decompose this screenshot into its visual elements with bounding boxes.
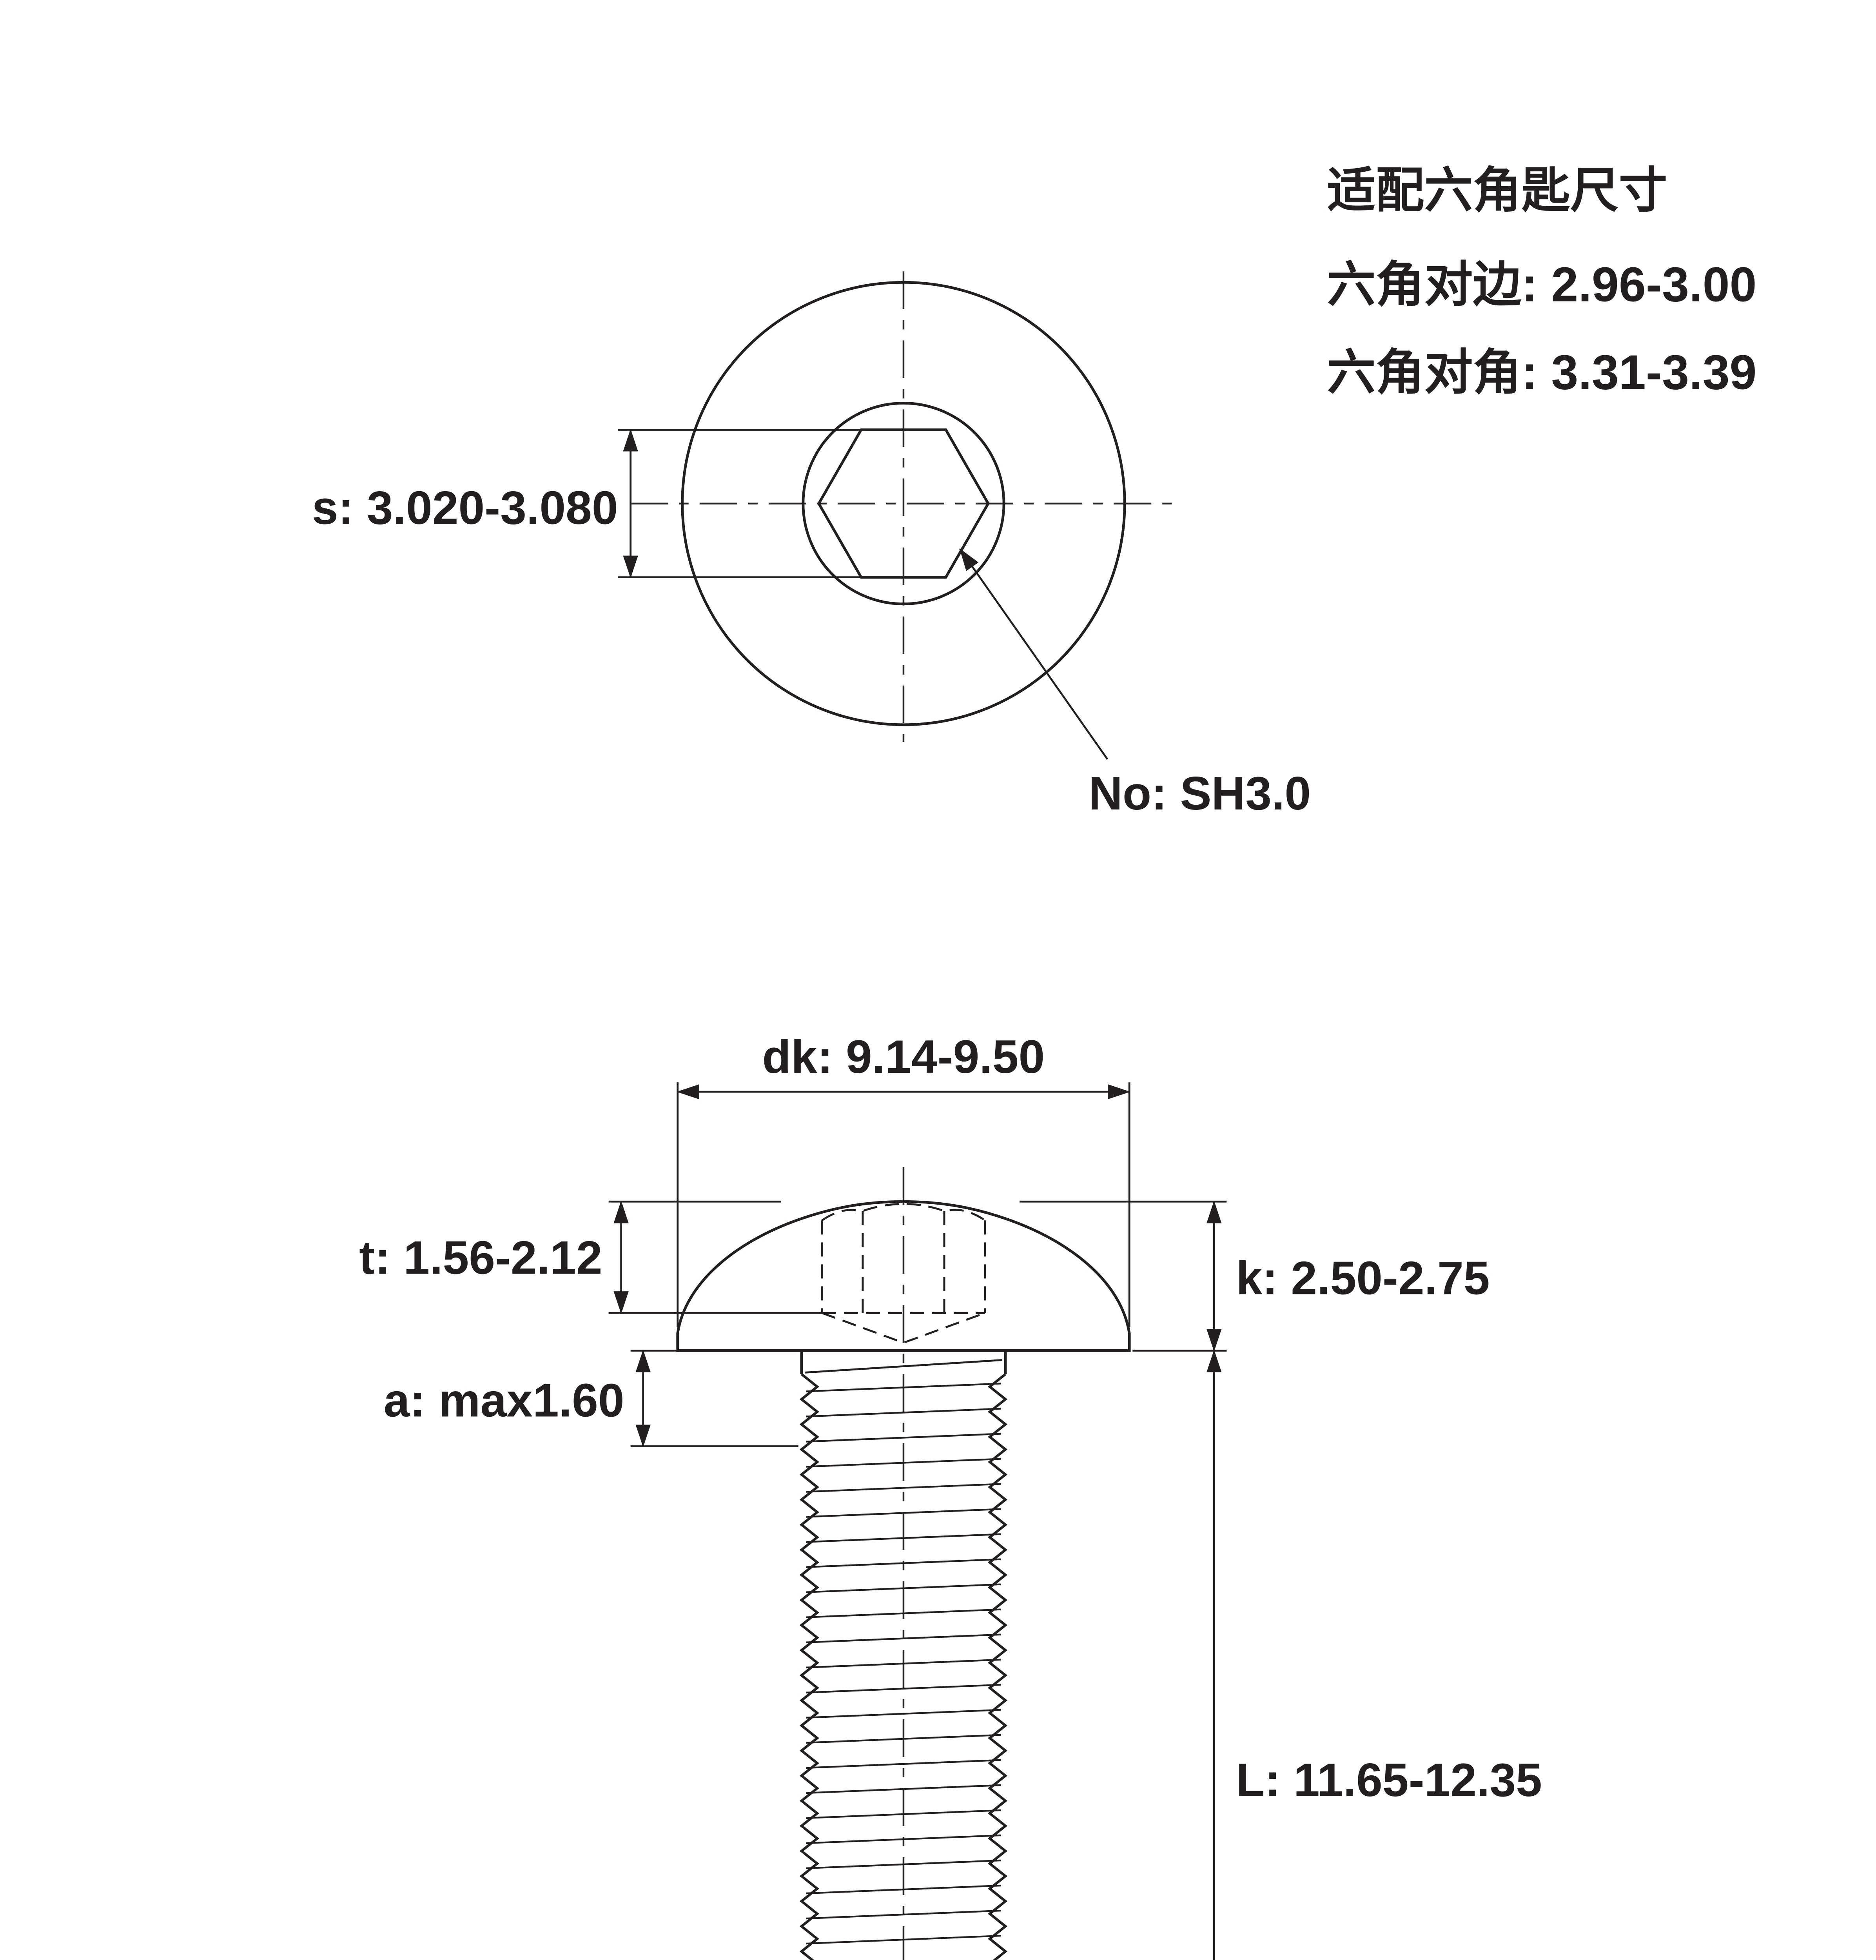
leader-line [959, 548, 1109, 760]
thread-line [806, 1884, 1001, 1895]
socket-leader: No: SH3.0 [959, 548, 1311, 820]
hidden-socket-lines [821, 1203, 986, 1344]
thread-zone [799, 1373, 1008, 1960]
s-dimension-label: s: 3.020-3.080 [312, 482, 618, 534]
socket-opening-arcs [821, 1203, 986, 1221]
spec-heading: 适配六角匙尺寸 [1327, 163, 1667, 218]
thread-line [806, 1684, 1001, 1693]
dimension-dk: dk: 9.14-9.50 [677, 1031, 1130, 1327]
thread-line [806, 1433, 1001, 1443]
thread-line [806, 1558, 1001, 1568]
thread-line [806, 1659, 1001, 1668]
t-dimension-label: t: 1.56-2.12 [359, 1231, 602, 1284]
thread-line [806, 1909, 1001, 1920]
thread-line [806, 1784, 1001, 1794]
k-dimension-label: k: 2.50-2.75 [1236, 1252, 1490, 1304]
thread-line [806, 1508, 1001, 1518]
thread-line [806, 1458, 1001, 1468]
dimension-k: k: 2.50-2.75 [1020, 1200, 1490, 1352]
head-outer-circle [681, 281, 1126, 726]
button-head-outline [676, 1200, 1131, 1352]
thread-runout-line [804, 1359, 1003, 1374]
thread-line [806, 1608, 1001, 1618]
dimension-a: a: max1.60 [384, 1350, 798, 1447]
thread-line [806, 1834, 1001, 1844]
thread-line [806, 1583, 1001, 1593]
thread-line [806, 1633, 1001, 1643]
thread-line [806, 1408, 1001, 1417]
thread-line [806, 1709, 1001, 1719]
dimension-t: t: 1.56-2.12 [359, 1200, 827, 1314]
socket-drill-point [822, 1312, 985, 1344]
thread-line [806, 1533, 1001, 1543]
thread-line [806, 1809, 1001, 1819]
dimension-s: s: 3.020-3.080 [312, 429, 861, 579]
dimension-L: L: 11.65-12.35 [1207, 1350, 1542, 1960]
thread-line [806, 1383, 1001, 1392]
side-view: dk: 9.14-9.50 t: 1.56-2.12 a: max1.60 k:… [359, 1031, 1542, 1960]
thread-line [799, 1373, 819, 1960]
thread-line [806, 1759, 1001, 1769]
spec-across-corners: 六角对角: 3.31-3.39 [1327, 345, 1756, 399]
thread-line [806, 1935, 1001, 1945]
thread-line [806, 1859, 1001, 1869]
thread-line [987, 1373, 1008, 1960]
socket-circle [802, 402, 1005, 606]
dk-dimension-label: dk: 9.14-9.50 [762, 1031, 1045, 1083]
socket-no-label: No: SH3.0 [1089, 767, 1311, 820]
L-dimension-label: L: 11.65-12.35 [1236, 1754, 1542, 1806]
thread-line [806, 1483, 1001, 1493]
hex-key-spec-block: 适配六角匙尺寸 六角对边: 2.96-3.00 六角对角: 3.31-3.39 [1327, 163, 1756, 399]
a-dimension-label: a: max1.60 [384, 1374, 624, 1427]
top-view: s: 3.020-3.080 No: SH3.0 [312, 271, 1311, 820]
spec-across-flats: 六角对边: 2.96-3.00 [1327, 258, 1756, 312]
thread-line [806, 1734, 1001, 1744]
